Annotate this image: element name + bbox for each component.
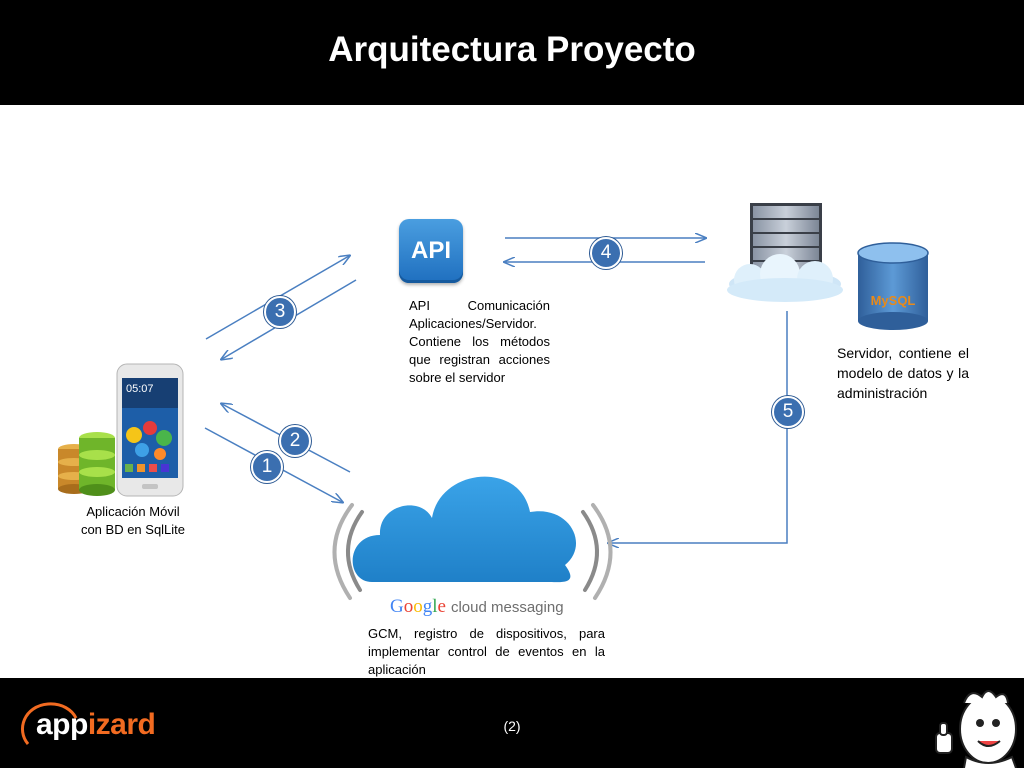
slide-header: Arquitectura Proyecto [0,0,1024,105]
slide-footer: appizard (2) [0,678,1024,768]
svg-text:MySQL: MySQL [871,293,916,308]
slide-title: Arquitectura Proyecto [328,30,696,69]
logo-text-app: app [36,708,88,741]
logo-text: appizard [36,708,156,742]
arrow-5 [609,311,788,543]
gcm-brand-text: cloud messaging [450,599,564,616]
smartphone-icon: 05:07 [116,363,184,497]
page-number: (2) [503,718,521,734]
sqlite-database-icon [58,432,115,496]
server-rack-icon [727,203,843,302]
google-wordmark: Google [390,596,446,617]
logo-swoosh-icon [21,702,78,745]
mobile-caption: Aplicación Móvil con BD en SqlLite [68,503,198,539]
api-icon: API [399,219,463,283]
svg-text:05:07: 05:07 [126,383,154,395]
mobile-caption-line2: con BD en SqlLite [80,522,186,537]
step-badge-5: 5 [772,396,804,428]
step-badge-2: 2 [279,425,311,457]
mobile-caption-line1: Aplicación Móvil [86,504,180,519]
gcm-cloud-icon [332,476,613,600]
step-badge-1: 1 [251,451,283,483]
gcm-caption: GCM, registro de dispositivos, para impl… [368,626,605,677]
api-caption: API Comunicación Aplicaciones/Servidor. … [409,298,550,385]
step-badge-3: 3 [264,296,296,328]
step-badge-4: 4 [590,237,622,269]
gcm-brand: Google cloud messaging [390,596,564,618]
appizard-logo: appizard [18,700,168,750]
logo-text-izard: izard [87,708,156,741]
server-caption: Servidor, contiene el modelo de datos y … [837,345,969,401]
mysql-database-icon: MySQL [857,242,929,330]
mascot-thumbs-up-icon [935,690,1017,768]
